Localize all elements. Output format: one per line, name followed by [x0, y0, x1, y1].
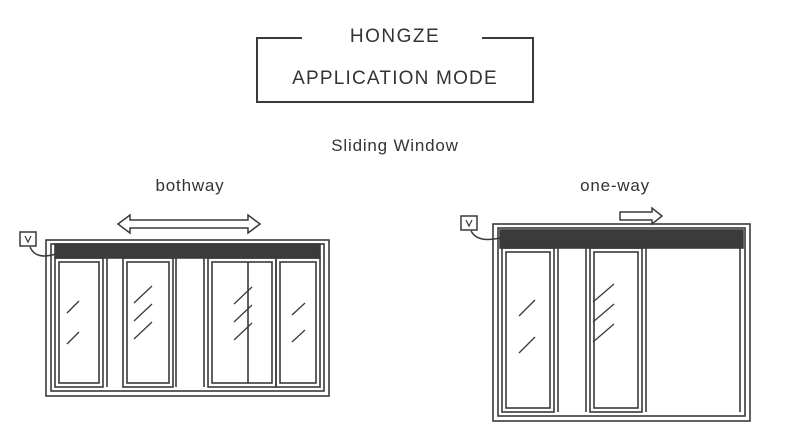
title-frame [256, 37, 534, 103]
bothway-motor-bar [54, 243, 321, 259]
oneway-glass-reflections [518, 283, 615, 354]
oneway-label: one-way [580, 176, 650, 195]
bothway-arrow-icon [116, 213, 262, 235]
oneway-motor-bar [499, 229, 744, 249]
mode-title: APPLICATION MODE [292, 68, 498, 89]
section-subtitle: Sliding Window [331, 136, 459, 155]
oneway-sash-panels [501, 247, 741, 413]
bothway-label: bothway [155, 176, 225, 195]
brand-title: HONGZE [349, 26, 441, 47]
title-frame-top-left [256, 37, 302, 39]
bothway-wall-outlet-icon [19, 231, 57, 257]
bothway-glass-reflections [66, 285, 306, 345]
bothway-sash-panels [54, 257, 321, 388]
oneway-window-frame [492, 223, 751, 422]
bothway-window-frame [45, 239, 330, 397]
title-frame-top-right [482, 37, 534, 39]
oneway-arrow-icon [619, 206, 664, 226]
oneway-wall-outlet-icon [460, 215, 501, 241]
